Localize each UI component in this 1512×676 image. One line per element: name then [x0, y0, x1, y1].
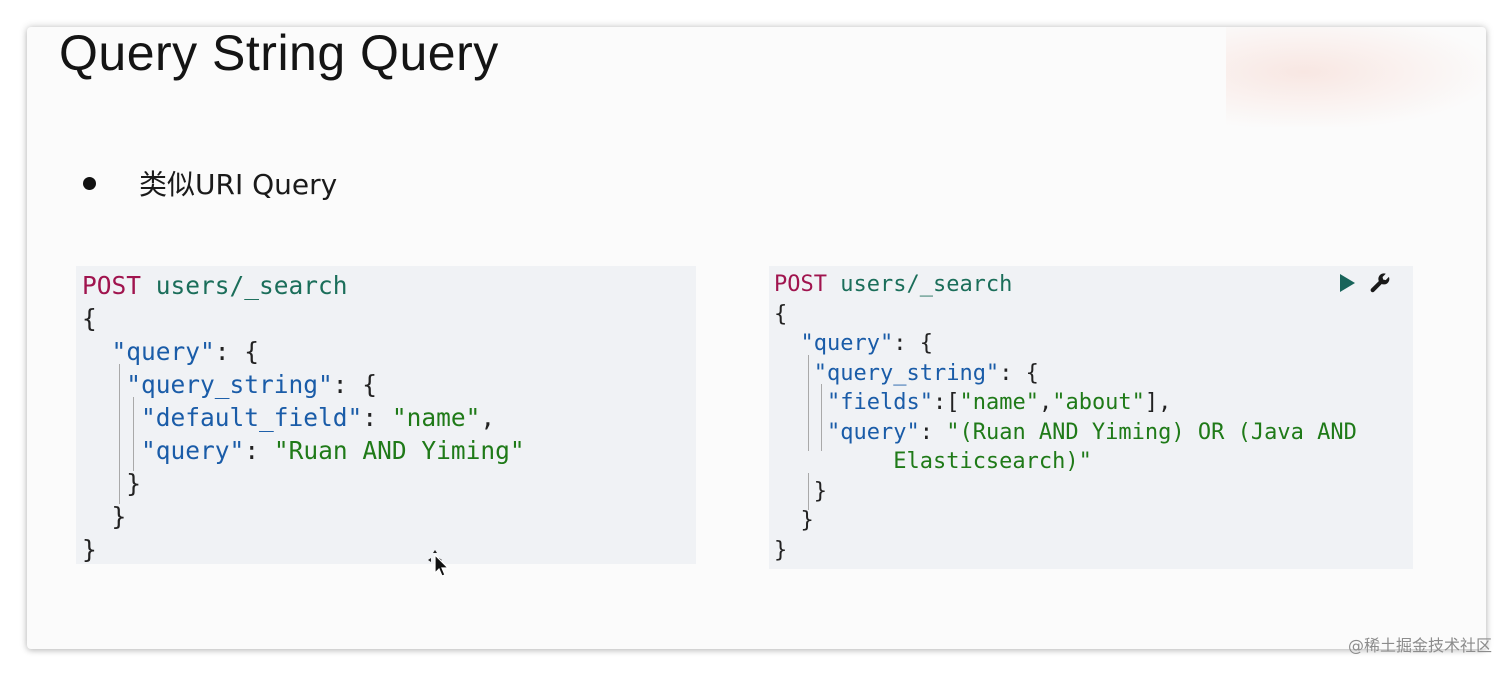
slide: Query String Query 类似URI Query POST user… [27, 27, 1486, 649]
code-line: "query": "Ruan AND Yiming" [82, 430, 696, 471]
wrench-icon[interactable] [1369, 272, 1391, 294]
request-path: users/_search [840, 272, 1013, 297]
code-line: "query": "(Ruan AND Yiming) OR (Java AND [774, 413, 1413, 451]
corner-glow [1226, 27, 1486, 127]
indent-guide [112, 364, 127, 405]
json-key: "query" [141, 436, 245, 465]
code-line: "default_field": "name", [82, 397, 696, 438]
indent-guide [112, 397, 127, 438]
watermark: @稀土掘金技术社区 [1347, 636, 1492, 655]
http-method: POST [774, 272, 827, 297]
json-string: "name" [391, 403, 481, 432]
code-line: { [82, 304, 97, 333]
code-line: { [774, 301, 788, 327]
code-line: "query_string": { [774, 354, 1413, 392]
code-line: } [82, 535, 97, 564]
code-line: } [800, 508, 814, 533]
code-line: } [774, 537, 788, 563]
json-string: "Ruan AND Yiming" [273, 436, 525, 465]
json-key: "query" [800, 331, 894, 356]
indent-guide [814, 413, 827, 451]
bullet-text: 类似URI Query [139, 168, 338, 201]
indent-guide [801, 472, 814, 510]
json-string: Elasticsearch)" [893, 449, 1092, 474]
indent-guide [801, 354, 814, 392]
bullet-dot-icon [83, 176, 96, 190]
json-key: "fields" [827, 390, 933, 415]
code-line: "query": { [111, 337, 260, 366]
code-panel-left[interactable]: POST users/_search{ "query": { "query_st… [76, 266, 696, 564]
bullet-item: 类似URI Query [83, 165, 337, 201]
cursor-icon [427, 549, 453, 584]
code-line-request: POST users/_search [774, 270, 1413, 300]
json-key: "query" [111, 337, 215, 366]
indent-guide [112, 463, 127, 504]
play-icon[interactable] [1340, 274, 1355, 292]
json-key: "default_field" [141, 403, 363, 432]
code-line: Elasticsearch)" [774, 447, 1413, 477]
slide-title: Query String Query [59, 27, 499, 81]
request-toolbar [1340, 272, 1391, 294]
code-line: } [82, 463, 696, 504]
code-line: "fields":["name","about"], [774, 384, 1413, 421]
code-line: "query": { [800, 331, 933, 356]
http-method: POST [82, 271, 142, 300]
request-path: users/_search [155, 271, 348, 300]
indent-guide [814, 384, 827, 421]
json-string: "about" [1052, 390, 1145, 415]
indent-guide [801, 384, 814, 421]
json-string: "name" [959, 390, 1039, 415]
indent-guide [112, 430, 127, 471]
json-key: "query_string" [126, 370, 333, 399]
code-panel-right[interactable]: POST users/_search{ "query": { "query_st… [769, 266, 1413, 569]
indent-guide [126, 397, 141, 438]
indent-guide [801, 413, 814, 451]
code-line: "query_string": { [82, 364, 696, 405]
json-key: "query_string" [813, 360, 1000, 386]
code-line: } [774, 472, 1413, 510]
json-string: "(Ruan AND Yiming) OR (Java AND [946, 419, 1357, 445]
code-line: } [111, 502, 127, 531]
indent-guide [126, 430, 141, 471]
json-key: "query" [827, 419, 920, 445]
code-line-request: POST users/_search [82, 269, 696, 302]
